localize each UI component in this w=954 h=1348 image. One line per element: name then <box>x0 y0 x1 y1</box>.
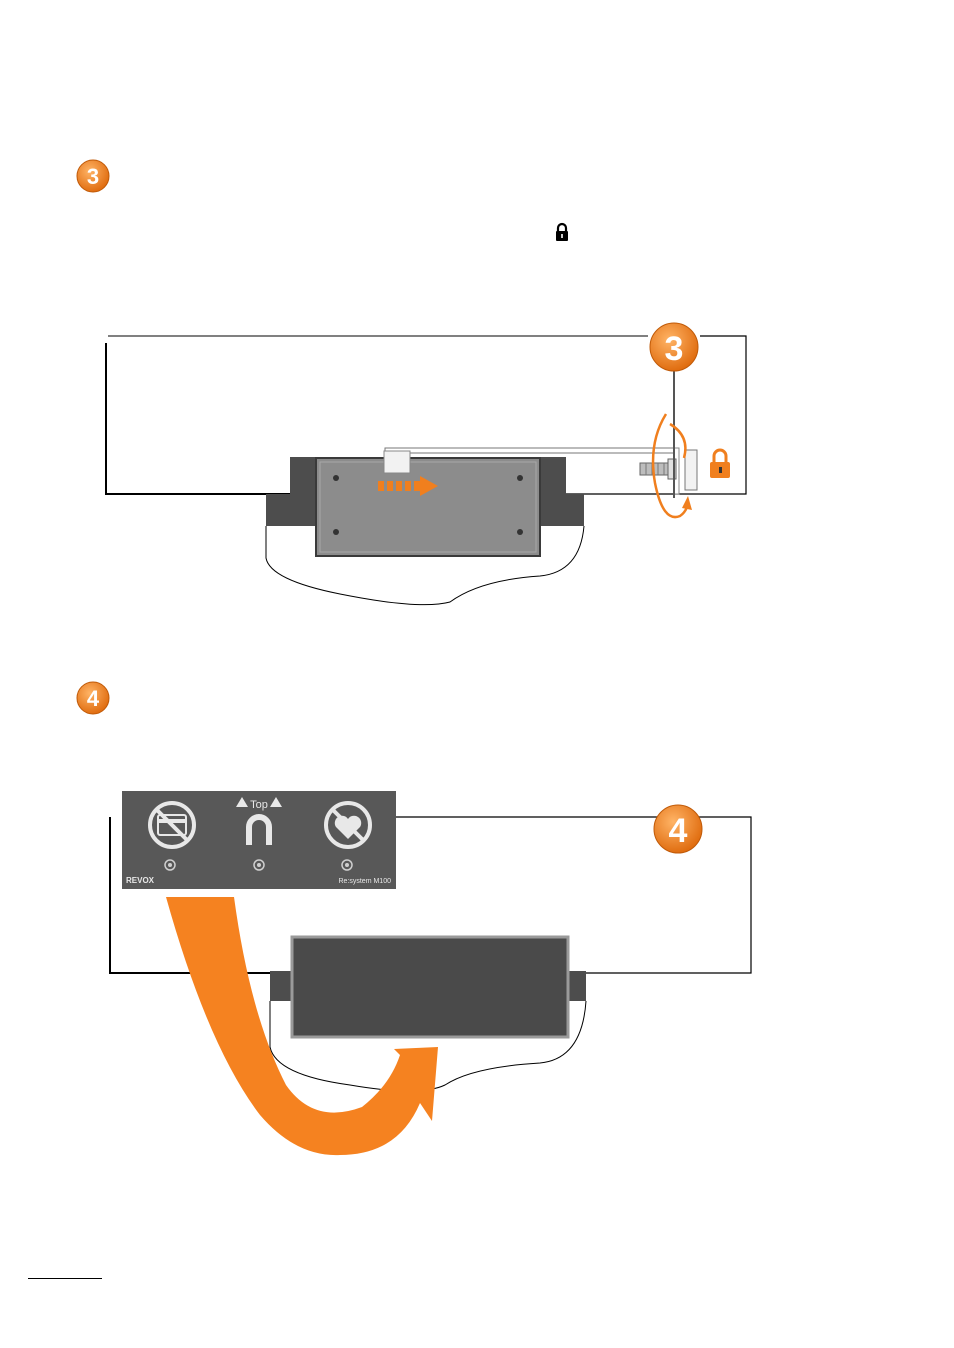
model-label: Re:system M100 <box>338 878 391 885</box>
no-pacemaker-icon <box>324 801 372 849</box>
figure-step-3-badge <box>649 322 699 372</box>
figure-step-4-number: 4 <box>669 812 688 850</box>
top-label: Top <box>250 799 268 811</box>
figure-step-4-badge <box>653 804 703 854</box>
footer-rule <box>28 1278 102 1279</box>
place-arrow <box>166 897 438 1156</box>
front-cover-panel: Top REVOX Re:system M100 <box>122 791 396 889</box>
adjustment-screw <box>639 462 671 476</box>
slide-arrow <box>378 476 438 496</box>
step-4-number: 4 <box>87 686 100 711</box>
step-3-number: 3 <box>87 164 99 189</box>
figure-step-3-number: 3 <box>665 330 684 368</box>
module-plate <box>315 457 541 557</box>
step-4-badge: 4 <box>76 681 110 715</box>
rotate-arrow <box>651 413 690 519</box>
clamp-block <box>383 450 411 474</box>
mounted-panel <box>290 935 570 1039</box>
figure-step-3: 3 <box>105 322 747 606</box>
figure-step-4: Top REVOX Re:system M100 <box>109 791 752 1156</box>
no-credit-card-icon <box>148 801 196 849</box>
orange-lock-icon <box>710 448 730 478</box>
brand-logo: REVOX <box>126 876 155 885</box>
thumb-knob <box>684 449 698 491</box>
step-3-badge: 3 <box>76 159 110 193</box>
magnet-icon <box>246 814 272 845</box>
lock-icon <box>556 222 568 241</box>
